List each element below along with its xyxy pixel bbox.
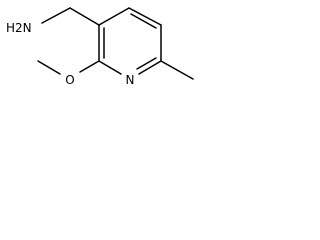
bond-c6-ch3 (160, 60, 194, 80)
bond-c4-c5-inner (130, 13, 157, 29)
bond-c2-o (79, 60, 100, 73)
bond-n-c2 (98, 60, 122, 75)
bond-o-ch3 (37, 60, 61, 75)
bond-c6-n (138, 60, 162, 75)
bond-c4-c5 (128, 7, 162, 26)
ring-nitrogen-label: N (126, 73, 135, 87)
bond-ch2-nh2 (41, 7, 71, 24)
structure-diagram: H2N N O (6, 7, 194, 87)
amine-label: H2N (6, 21, 32, 35)
methoxy-oxygen-label: O (65, 73, 74, 87)
bond-c3-c4 (98, 7, 130, 26)
bond-c3-ch2 (69, 7, 100, 26)
bond-c6-n-inner (136, 57, 157, 70)
